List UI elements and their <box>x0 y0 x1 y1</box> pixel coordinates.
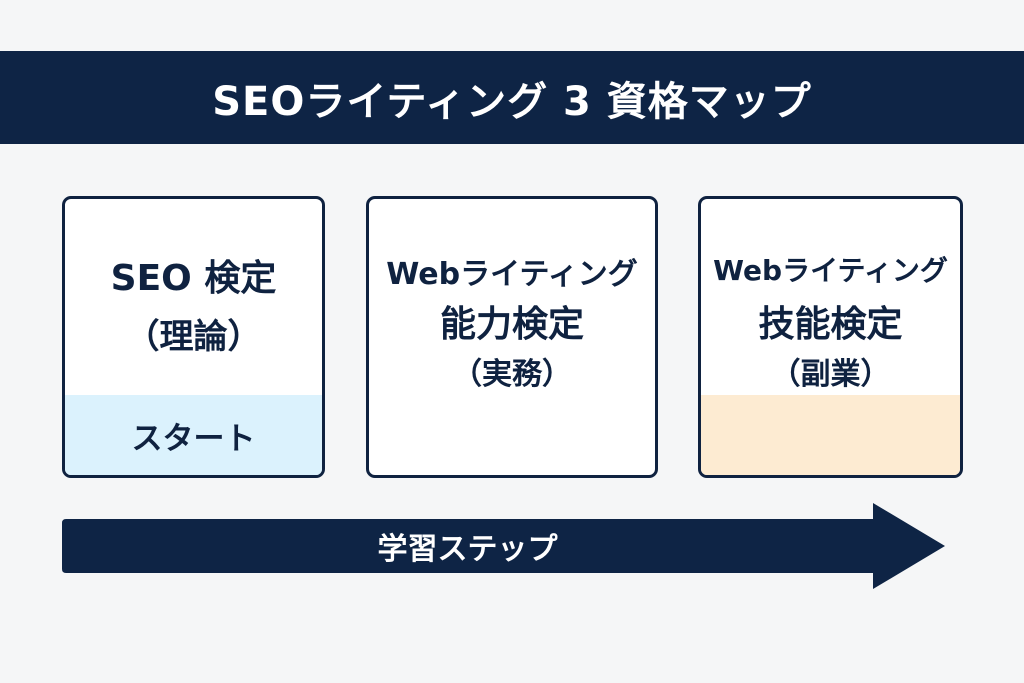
card-title-2: 技能検定 <box>758 304 903 345</box>
card-title: Webライティング <box>713 254 948 287</box>
card-subtitle: （副業） <box>770 357 891 392</box>
card-title: Webライティング <box>386 257 638 292</box>
card-seo-kentei: SEO 検定 （理論） スタート <box>62 196 325 478</box>
page-title: SEOライティング 3 資格マップ <box>212 78 812 125</box>
start-band: スタート <box>65 395 322 475</box>
card-subtitle: （理論） <box>125 317 262 357</box>
side-job-band <box>701 395 960 475</box>
learning-step-arrow-icon <box>62 503 945 589</box>
card-web-writing-noryoku: Webライティング 能力検定 （実務） <box>366 196 658 478</box>
title-banner: SEOライティング 3 資格マップ <box>0 51 1024 144</box>
card-title-2: 能力検定 <box>439 304 584 345</box>
card-title: SEO 検定 <box>110 258 277 299</box>
arrow-label: 学習ステップ <box>377 532 558 567</box>
card-web-writing-gino: Webライティング 技能検定 （副業） <box>698 196 963 478</box>
card-subtitle: （実務） <box>452 357 572 392</box>
start-label: スタート <box>131 420 256 457</box>
